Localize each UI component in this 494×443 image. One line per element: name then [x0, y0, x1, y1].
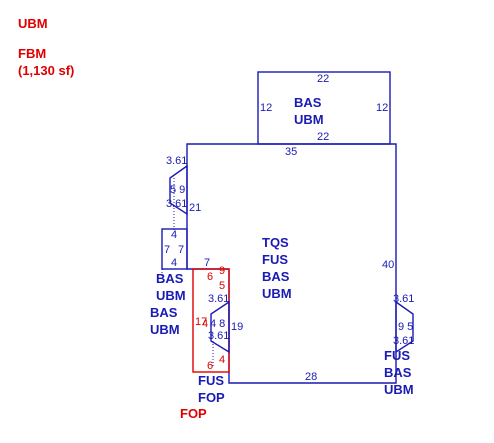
dim-main-left-lower: 19 [231, 321, 243, 333]
dim-main-bottom: 28 [305, 371, 317, 383]
dim-red-inner: 4 [202, 318, 208, 330]
legend-area: (1,130 sf) [18, 63, 75, 78]
dim-bay-upper-top: 3.61 [166, 155, 187, 167]
top-box-label-ubm: UBM [294, 112, 324, 127]
legend-code-ubm: UBM [18, 16, 48, 31]
dim-main-left-step: 7 [204, 257, 210, 269]
dim-red-top: 9 [219, 265, 225, 277]
dim-main-top: 35 [285, 146, 297, 158]
dim-top-left: 12 [260, 102, 272, 114]
left-a-label-ubm: UBM [156, 288, 186, 303]
top-box-label-bas: BAS [294, 95, 322, 110]
bottom-red-label-fop: FOP [180, 406, 207, 421]
dim-red-left: 17 [195, 316, 207, 328]
dim-bay-right-bot: 3.61 [393, 335, 414, 347]
main-label-fus: FUS [262, 252, 288, 267]
left-b-label-ubm: UBM [150, 322, 180, 337]
dim-red-bot-b: 4 [219, 354, 225, 366]
right-label-ubm: UBM [384, 382, 414, 397]
dim-bay-mid-bot: 3.61 [208, 330, 229, 342]
small-left-box [161, 228, 188, 270]
dim-small-right: 7 [178, 244, 184, 256]
left-a-label-bas: BAS [156, 271, 184, 286]
right-bay-window [395, 300, 414, 354]
dim-bay-right-top: 3.61 [393, 293, 414, 305]
dim-red-bot-a: 6 [207, 360, 213, 372]
main-outline [186, 143, 397, 384]
dim-small-top: 4 [171, 229, 177, 241]
dim-bay-mid-top: 3.61 [208, 293, 229, 305]
middle-bay-window [210, 300, 230, 354]
dim-top-bottom: 22 [317, 131, 329, 143]
bottom-label-fop: FOP [198, 390, 225, 405]
legend-code-fbm: FBM [18, 46, 47, 61]
dim-top-right: 12 [376, 102, 388, 114]
dim-bay-upper-mid: 5 9 [170, 184, 185, 196]
main-label-bas: BAS [262, 269, 290, 284]
dim-bay-upper-bot: 3.61 [166, 198, 187, 210]
dim-top-top: 22 [317, 73, 329, 85]
dim-small-bot: 4 [171, 257, 177, 269]
dim-bay-right-mid: 9 5 [398, 321, 413, 333]
bottom-label-fus: FUS [198, 373, 224, 388]
dim-red-b: 5 [219, 280, 225, 292]
right-label-fus: FUS [384, 348, 410, 363]
dim-main-left-upper: 21 [189, 202, 201, 214]
left-bay-window [169, 164, 188, 216]
right-label-bas: BAS [384, 365, 412, 380]
dim-bay-mid-mid: 4 8 [210, 318, 225, 330]
main-label-ubm: UBM [262, 286, 292, 301]
left-b-label-bas: BAS [150, 305, 178, 320]
dim-red-a: 6 [207, 271, 213, 283]
dim-small-left: 7 [164, 244, 170, 256]
dim-main-right: 40 [382, 259, 394, 271]
main-label-tqs: TQS [262, 235, 289, 250]
